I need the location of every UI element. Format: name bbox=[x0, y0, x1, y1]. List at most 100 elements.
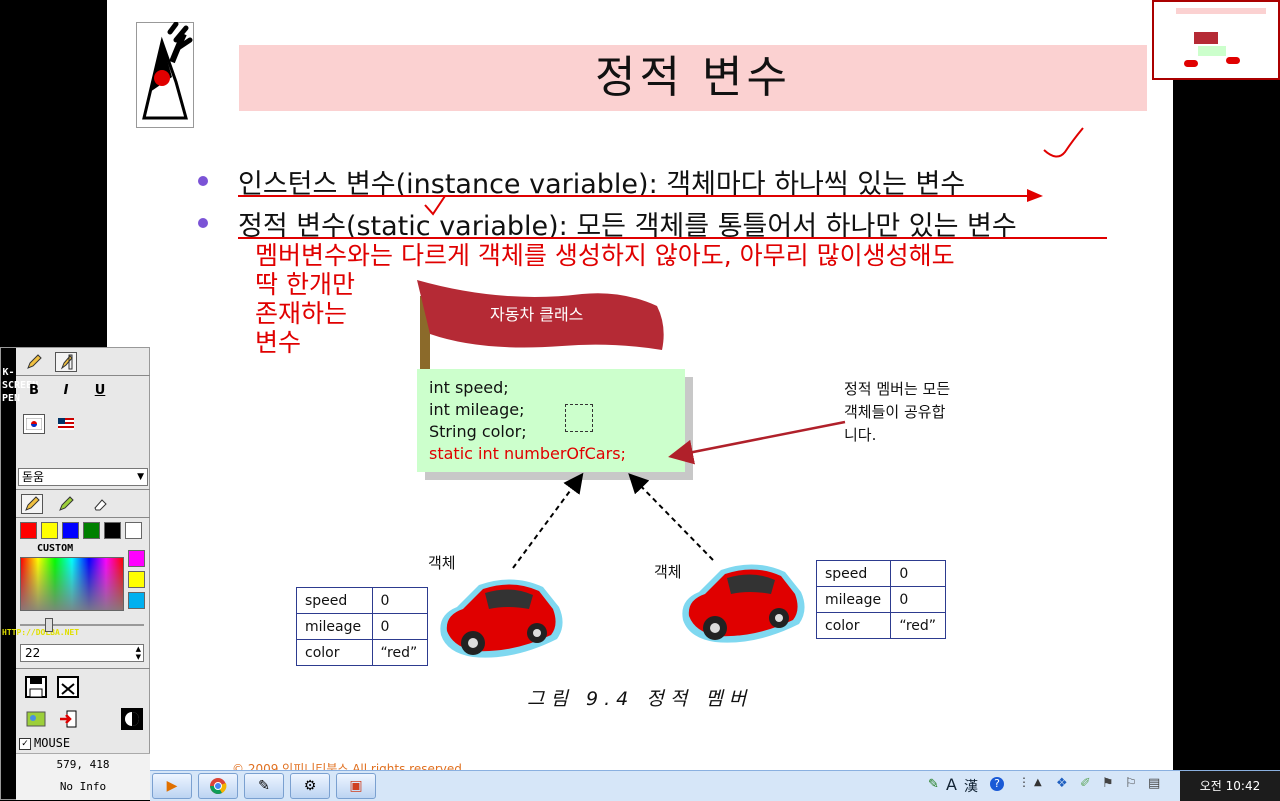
bullet-dot bbox=[198, 218, 208, 228]
slide-thumbnail[interactable] bbox=[1152, 0, 1280, 80]
underline-button[interactable]: U bbox=[94, 382, 106, 398]
size-slider-thumb[interactable] bbox=[45, 618, 53, 632]
ime-mode-hanja[interactable]: 漢 bbox=[964, 779, 978, 795]
color-picker-spectrum[interactable] bbox=[20, 557, 124, 611]
table-cell: color bbox=[296, 639, 373, 666]
eraser-tool-button[interactable] bbox=[55, 352, 77, 372]
bold-button[interactable]: B bbox=[29, 382, 39, 398]
object-label-left: 객체 bbox=[428, 554, 456, 572]
table-cell: speed bbox=[296, 587, 373, 614]
size-input[interactable]: 22 ▲▼ bbox=[20, 644, 144, 662]
pen-tray-icon[interactable]: ✐ bbox=[1080, 776, 1091, 791]
custom-swatch-yellow[interactable] bbox=[128, 571, 145, 588]
field-color: String color; bbox=[429, 422, 527, 441]
bullet-dot bbox=[198, 176, 208, 186]
chevron-up-icon[interactable]: ▲ bbox=[1034, 777, 1042, 788]
thumbnail-flag bbox=[1194, 32, 1218, 44]
monitor-icon[interactable]: ▤ bbox=[1148, 776, 1161, 791]
table-cell: 0 bbox=[371, 587, 429, 614]
field-speed: int speed; bbox=[429, 378, 509, 397]
floppy-icon bbox=[25, 676, 47, 698]
save-button[interactable] bbox=[23, 675, 49, 699]
class-flag-icon bbox=[417, 280, 664, 376]
shared-note-line: 정적 멤버는 모든 bbox=[844, 380, 951, 398]
color-swatch-yellow[interactable] bbox=[41, 522, 58, 539]
pencil-ruler-icon bbox=[60, 354, 73, 370]
table-cell: mileage bbox=[296, 613, 373, 640]
field-mileage: int mileage; bbox=[429, 400, 525, 419]
taskbar-app[interactable]: ⚙ bbox=[290, 773, 330, 799]
copyright-text: © 2009 인피니티북스 All rights reserved bbox=[232, 762, 462, 772]
bullet-instance-variable: 인스턴스 변수(instance variable): 객체마다 하나씩 있는 … bbox=[238, 169, 966, 200]
network-icon[interactable]: ⚑ bbox=[1102, 776, 1114, 791]
car-right-icon bbox=[682, 564, 805, 643]
italic-button[interactable]: I bbox=[63, 382, 69, 398]
thumbnail-box bbox=[1198, 46, 1226, 56]
table-row: color“red” bbox=[296, 639, 429, 666]
floppy-scissors-icon bbox=[57, 676, 79, 698]
taskbar-screen-pen[interactable]: ✎ bbox=[244, 773, 284, 799]
status-panel: 579, 418 No Info bbox=[16, 753, 150, 800]
pencil-icon bbox=[27, 354, 42, 369]
mouse-checkbox[interactable]: ✓ bbox=[19, 738, 31, 750]
system-clock[interactable]: 오전 10:42 bbox=[1180, 771, 1280, 801]
screen-pen-toolbox: K-SCREEN PEN HTTP://DOLBA.NET B I U 돋움 ▼… bbox=[0, 347, 150, 800]
info-text: No Info bbox=[59, 780, 107, 793]
annotation-line: 딱 한개만 bbox=[255, 270, 355, 299]
eraser-button[interactable] bbox=[89, 494, 111, 514]
save-clear-button[interactable] bbox=[55, 675, 81, 699]
capture-button[interactable] bbox=[23, 707, 49, 731]
field-static-count: static int numberOfCars; bbox=[429, 444, 626, 463]
custom-swatch-cyan[interactable] bbox=[128, 592, 145, 609]
eraser-icon bbox=[94, 499, 107, 511]
diagram-arrows bbox=[512, 420, 846, 569]
table-cell: color bbox=[815, 612, 892, 639]
custom-swatch-magenta[interactable] bbox=[128, 550, 145, 567]
mouse-label: MOUSE bbox=[34, 736, 71, 750]
highlighter-icon bbox=[59, 496, 74, 511]
pen-mode-button[interactable] bbox=[21, 494, 43, 514]
flag-icon[interactable]: ⚐ bbox=[1125, 776, 1137, 791]
spinner-icon[interactable]: ▲▼ bbox=[135, 645, 141, 661]
taskbar-chrome[interactable] bbox=[198, 773, 238, 799]
divider bbox=[16, 668, 150, 669]
tray-options-icon[interactable]: ⋮ bbox=[1018, 775, 1030, 789]
us-flag-icon bbox=[58, 418, 74, 430]
annotation-line: 존재하는 bbox=[255, 299, 348, 328]
object-label-right: 객체 bbox=[654, 563, 682, 581]
ime-icon[interactable]: ✎ bbox=[928, 777, 939, 792]
taskbar-media-player[interactable]: ▶ bbox=[152, 773, 192, 799]
pen-icon bbox=[25, 496, 40, 511]
help-icon[interactable]: ? bbox=[990, 777, 1004, 791]
color-swatch-white[interactable] bbox=[125, 522, 142, 539]
invert-button[interactable] bbox=[119, 707, 145, 731]
font-select[interactable]: 돋움 ▼ bbox=[18, 468, 148, 486]
size-slider-track[interactable] bbox=[20, 624, 144, 626]
annotation-line: 멤버변수와는 다르게 객체를 생성하지 않아도, 아무리 많이생성해도 bbox=[255, 241, 955, 270]
highlighter-button[interactable] bbox=[55, 494, 77, 514]
gear-icon: ⚙ bbox=[303, 778, 317, 794]
table-cell: “red” bbox=[890, 612, 946, 639]
table-row: color“red” bbox=[815, 612, 946, 639]
table-cell: “red” bbox=[371, 639, 429, 666]
taskbar-powerpoint[interactable]: ▣ bbox=[336, 773, 376, 799]
color-swatch-red[interactable] bbox=[20, 522, 37, 539]
contrast-icon bbox=[121, 708, 143, 730]
ime-mode-a[interactable]: A bbox=[946, 775, 957, 794]
figure-caption: 그림 9.4 정적 멤버 bbox=[527, 688, 753, 710]
exit-button[interactable] bbox=[55, 707, 81, 731]
english-input-button[interactable] bbox=[55, 414, 77, 434]
brand-vertical-text: K-SCREEN PEN bbox=[2, 367, 39, 404]
korean-input-button[interactable] bbox=[23, 414, 45, 434]
chrome-icon bbox=[210, 778, 227, 795]
custom-label: CUSTOM bbox=[37, 543, 74, 554]
color-swatch-blue[interactable] bbox=[62, 522, 79, 539]
color-swatch-black[interactable] bbox=[104, 522, 121, 539]
color-swatch-green[interactable] bbox=[83, 522, 100, 539]
dropbox-icon[interactable]: ❖ bbox=[1056, 776, 1068, 791]
pen-tool-button[interactable] bbox=[23, 352, 45, 372]
